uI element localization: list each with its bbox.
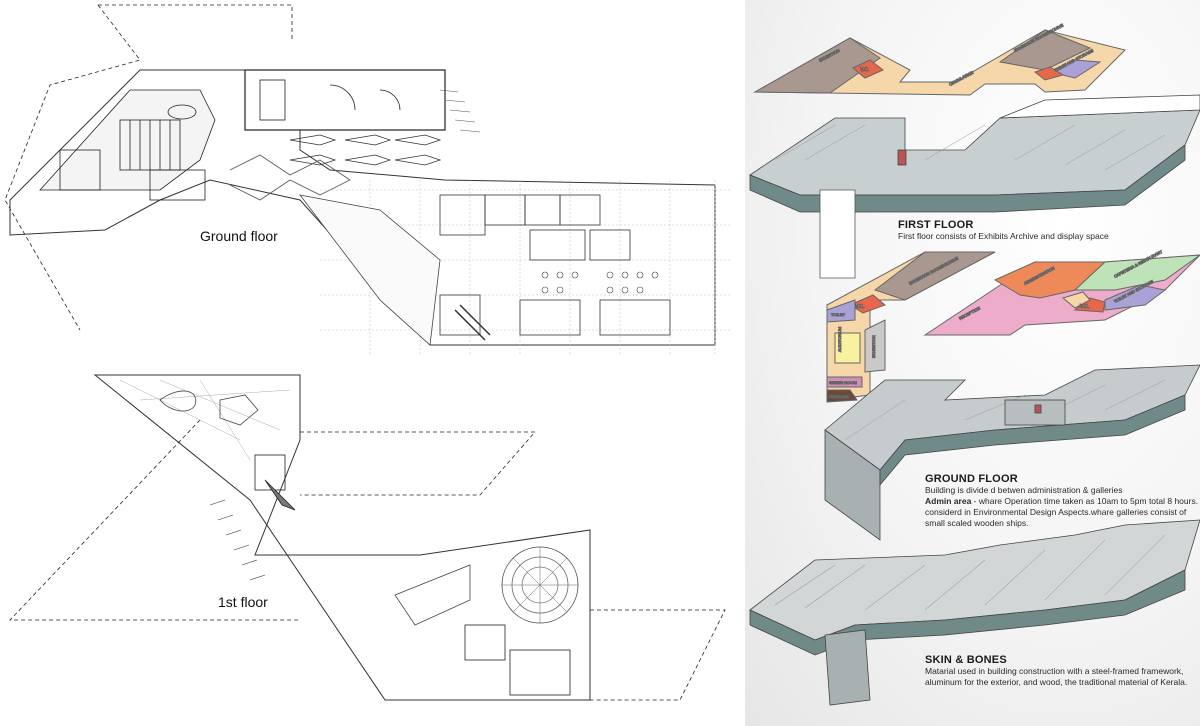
svg-text:GREEN ROOM: GREEN ROOM [829, 380, 857, 385]
floor-plans-drawing [4, 4, 730, 701]
skin-and-bones-description: SKIN & BONES Matarial used in building c… [925, 654, 1200, 688]
ground-floor-text-line4: small scaled wooden ships. [925, 518, 1029, 528]
svg-text:V.C.: V.C. [855, 304, 864, 310]
first-floor-plan [9, 374, 726, 701]
svg-text:EXHIBITION: EXHIBITION [871, 335, 876, 358]
first-floor-zoning: EXHIBITION V.C. CIRCULATION EXHIBITION R… [753, 22, 1126, 96]
svg-text:V.C.: V.C. [1080, 304, 1089, 310]
svg-text:V.C.: V.C. [860, 67, 869, 73]
ground-floor-text-line3: considerd in Environmental Design Aspect… [925, 507, 1187, 517]
floor-plans-panel: Ground floor 1st floor [4, 4, 730, 701]
first-floor-caption: 1st floor [218, 594, 268, 610]
svg-text:AUDITORIUM: AUDITORIUM [837, 327, 842, 352]
ground-floor-caption: Ground floor [200, 228, 278, 244]
skin-and-bones-text-line2: aluminum for the exterior, and wood, the… [925, 677, 1188, 687]
first-floor-title: FIRST FLOOR [898, 219, 974, 231]
first-floor-text: First floor consists of Exhibits Archive… [898, 231, 1109, 241]
axonometric-panel: EXHIBITION V.C. CIRCULATION EXHIBITION R… [745, 0, 1200, 726]
axonometric-drawing: EXHIBITION V.C. CIRCULATION EXHIBITION R… [749, 22, 1200, 706]
skin-and-bones-title: SKIN & BONES [925, 654, 1007, 666]
svg-text:TOILET: TOILET [831, 312, 845, 317]
ground-floor-zoning: AUDITORIUM EXHIBITION GREEN ROOM STORAGE… [826, 248, 1200, 403]
skin-and-bones-model [749, 519, 1200, 706]
skin-and-bones-text-line1: Matarial used in building construction w… [925, 666, 1184, 676]
ground-floor-plan [4, 4, 730, 355]
ground-floor-text-line2: Admin area - whare Operation time taken … [925, 496, 1200, 507]
ground-floor-text-line1: Building is divide d betwen administrati… [925, 485, 1123, 495]
admin-area-text: - whare Operation time taken as 10am to … [971, 496, 1199, 506]
admin-area-label: Admin area [925, 496, 972, 506]
ground-floor-title: GROUND FLOOR [925, 473, 1018, 485]
ground-floor-description: GROUND FLOOR Building is divide d betwen… [925, 473, 1200, 529]
ground-floor-model [824, 364, 1200, 541]
first-floor-model [749, 94, 1200, 279]
svg-text:STORAGE: STORAGE [829, 394, 849, 399]
first-floor-description: FIRST FLOOR First floor consists of Exhi… [898, 219, 1198, 242]
